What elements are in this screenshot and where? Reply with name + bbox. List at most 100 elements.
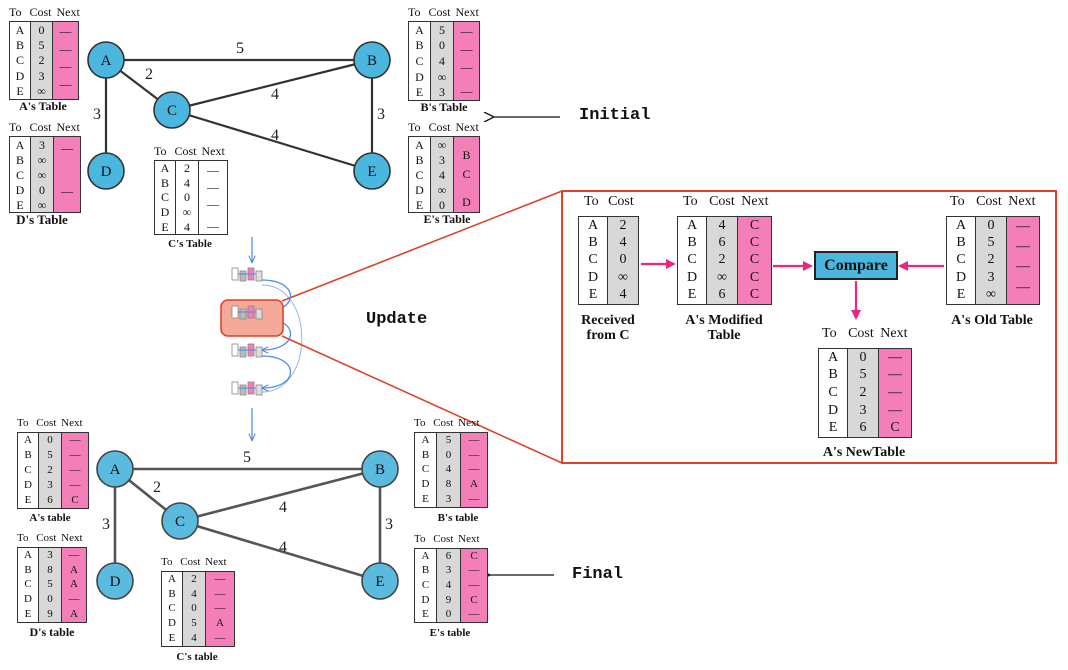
header-to: To	[17, 417, 29, 429]
header-cost: Cost	[36, 532, 57, 544]
cell: E	[415, 197, 424, 212]
cell: —	[468, 493, 480, 506]
node-e	[353, 152, 391, 190]
cell: —	[69, 464, 81, 476]
cell: A	[15, 137, 25, 152]
table-caption: A's NewTable	[822, 445, 906, 460]
cell: ∞	[437, 137, 447, 152]
header-cost: Cost	[36, 417, 57, 429]
header-next: Next	[1008, 194, 1036, 209]
cell: D	[160, 205, 170, 220]
cell: 0	[619, 252, 627, 268]
cell: —	[468, 608, 480, 621]
cell: —	[69, 479, 81, 491]
cell: —	[460, 24, 473, 38]
header-next: Next	[56, 5, 80, 19]
cell: —	[68, 593, 80, 606]
cell: —	[1016, 279, 1030, 295]
header-next: Next	[458, 417, 480, 429]
cell: 5	[439, 22, 445, 37]
final-node-label-d: D	[110, 574, 121, 590]
cell: 3	[38, 68, 45, 83]
cell: 5	[47, 449, 53, 461]
cell: B	[15, 152, 24, 167]
cell: B	[421, 564, 430, 577]
table-caption: A's Old Table	[951, 313, 1033, 328]
cell: 5	[191, 617, 197, 630]
header-to: To	[414, 533, 426, 545]
node-label-c: C	[167, 103, 177, 119]
cell: —	[214, 632, 226, 645]
cell: 5	[47, 578, 53, 591]
header-to: To	[950, 194, 965, 209]
header-next: Next	[56, 120, 80, 134]
header-to: To	[408, 120, 421, 134]
cell: 5	[987, 235, 995, 251]
cell: E	[16, 84, 24, 99]
final-label: Final	[572, 565, 624, 584]
cell: —	[468, 564, 480, 577]
cell: ∞	[437, 69, 447, 84]
final-edge-cost-b-e: 3	[385, 516, 393, 533]
cell: B	[24, 449, 32, 461]
cell: 8	[445, 478, 452, 491]
cell: 2	[38, 53, 45, 68]
header-to: To	[414, 417, 426, 429]
final-node-a	[96, 450, 134, 488]
cell: —	[61, 141, 73, 156]
cell: 6	[47, 494, 53, 506]
cell: 3	[47, 548, 53, 561]
cell: C	[749, 252, 760, 268]
header-next: Next	[458, 533, 480, 545]
cost-column: 3∞∞0∞	[31, 137, 54, 212]
cell: ∞	[37, 84, 46, 99]
cell: 0	[191, 602, 197, 615]
final-edge-cost-a-d: 3	[102, 516, 110, 533]
cell: E	[24, 494, 32, 506]
cell: 9	[47, 608, 53, 621]
cell: C	[828, 384, 838, 400]
header-to: To	[822, 326, 837, 341]
header-next: Next	[880, 326, 908, 341]
cell: ∞	[37, 152, 47, 167]
header-cost: Cost	[29, 5, 52, 19]
cell: 0	[38, 22, 45, 37]
cell: E	[168, 632, 176, 645]
header-cost: Cost	[848, 326, 874, 341]
cell: D	[587, 269, 599, 285]
cell: ∞	[437, 182, 447, 197]
caption-line-2: from C	[586, 328, 630, 344]
cell: A	[70, 578, 78, 591]
next-column: ——	[54, 137, 80, 212]
cell: E	[422, 608, 429, 621]
cell: D	[686, 269, 698, 285]
cell: C	[415, 53, 424, 68]
cell: E	[956, 287, 966, 303]
cell: 3	[439, 85, 445, 100]
cell: D	[462, 195, 471, 210]
cell: C	[588, 252, 598, 268]
cell: 9	[445, 593, 452, 606]
cell: C	[168, 602, 176, 615]
cell: C	[24, 464, 32, 476]
update-label: Update	[366, 310, 428, 329]
cell: D	[24, 479, 32, 491]
cell: C	[160, 190, 169, 205]
cell: —	[214, 602, 226, 615]
cell: D	[24, 593, 32, 606]
node-label-b: B	[367, 53, 377, 69]
cell: ∞	[618, 269, 628, 285]
next-column: ————	[53, 22, 78, 99]
next-column: ————	[454, 22, 479, 100]
cell: C	[956, 252, 966, 268]
cell: 5	[859, 367, 867, 383]
cell: C	[749, 217, 760, 233]
